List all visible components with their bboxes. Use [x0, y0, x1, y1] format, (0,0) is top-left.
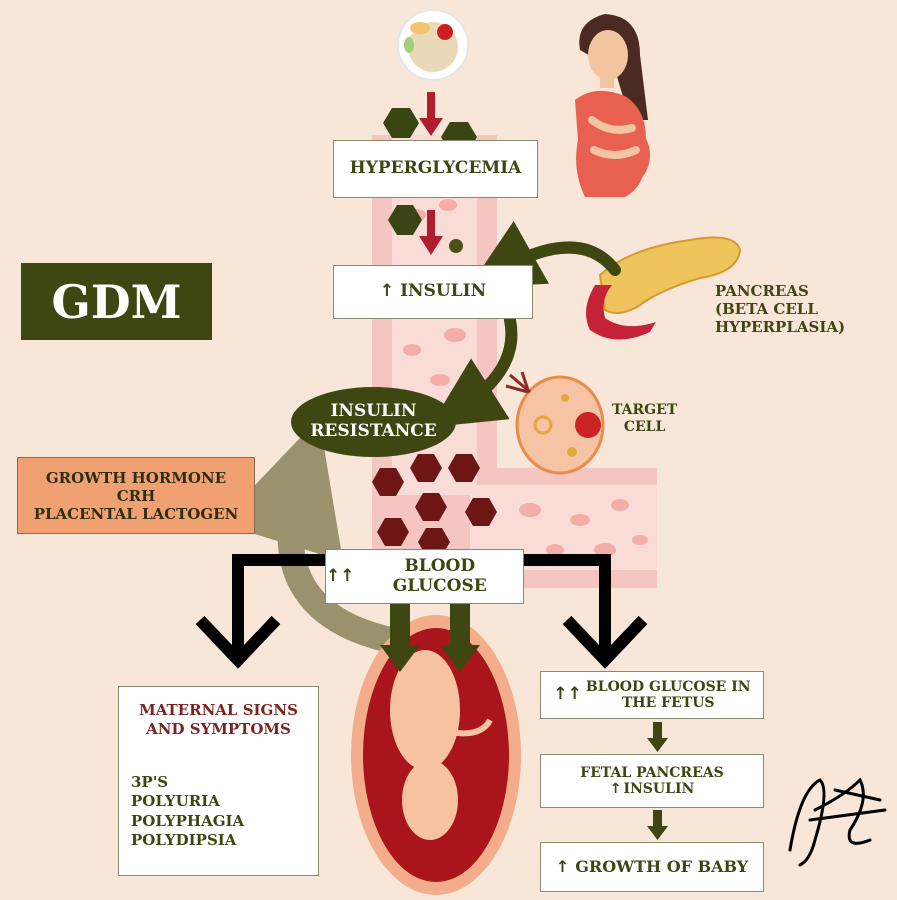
insulin-label: INSULIN [400, 281, 487, 302]
insulin-resistance-line1: INSULIN [330, 401, 417, 422]
insulin-molecule-icon [449, 239, 463, 253]
hyperglycemia-box: HYPERGLYCEMIA [333, 140, 538, 198]
maternal-symptom-list: 3P'S POLYURIA POLYPHAGIA POLYDIPSIA [131, 773, 318, 851]
blood-glucose-label: BLOOD GLUCOSE [392, 555, 487, 596]
growth-of-baby-label: GROWTH OF BABY [575, 856, 749, 876]
double-up-arrow-icon: ↑↑ [326, 565, 355, 586]
fetal-pancreas-line2: INSULIN [623, 781, 695, 797]
list-item: 3P'S [131, 772, 169, 791]
target-cell-label: TARGET CELL [612, 402, 677, 436]
fetal-blood-glucose-text: BLOOD GLUCOSE IN THE FETUS [586, 679, 751, 711]
branch-arrows [195, 554, 648, 669]
fetal-chain-arrows [647, 722, 668, 840]
fetal-blood-glucose-box: ↑↑ BLOOD GLUCOSE IN THE FETUS [540, 671, 764, 719]
hormone-feedback-arrow [218, 417, 403, 653]
pancreas-label-line2: (BETA CELL [715, 300, 818, 318]
flow-arrows [429, 220, 621, 428]
hormone-growth: GROWTH HORMONE [45, 468, 227, 487]
fetal-blood-glucose-line1: BLOOD GLUCOSE IN [585, 678, 751, 695]
fetal-pancreas-box: FETAL PANCREAS ↑INSULIN [540, 754, 764, 808]
pregnant-woman-icon [575, 14, 650, 197]
pancreas-label-line1: PANCREAS [715, 282, 809, 300]
glucose-to-fetus-arrows [380, 603, 480, 672]
insulin-resistance-line2: RESISTANCE [310, 421, 437, 441]
maternal-heading: MATERNAL SIGNS AND SYMPTOMS [119, 701, 318, 739]
list-item: POLYURIA [131, 792, 220, 810]
blood-vessel [372, 135, 657, 588]
up-arrow-icon: ↑ [555, 856, 570, 876]
gdm-title: GDM [21, 263, 212, 340]
maternal-heading-line2: AND SYMPTOMS [146, 719, 291, 738]
maternal-signs-box: MATERNAL SIGNS AND SYMPTOMS 3P'S POLYURI… [118, 686, 319, 876]
fetal-pancreas-line1: FETAL PANCREAS [580, 764, 724, 781]
hormone-box: GROWTH HORMONE CRH PLACENTAL LACTOGEN [17, 457, 255, 534]
pancreas-label-line3: HYPERPLASIA) [715, 318, 846, 336]
fetal-blood-glucose-line2: THE FETUS [621, 695, 715, 711]
uterus-fetus-icon [351, 615, 521, 895]
insulin-box: ↑ INSULIN [333, 265, 533, 319]
blood-glucose-box: ↑↑ BLOOD GLUCOSE [325, 549, 524, 604]
food-plate-icon [397, 9, 469, 81]
target-cell-icon [505, 371, 605, 475]
hormone-placental-lactogen: PLACENTAL LACTOGEN [33, 504, 239, 523]
signature [788, 777, 887, 867]
insulin-resistance-ellipse: INSULIN RESISTANCE [291, 387, 456, 457]
growth-of-baby-box: ↑ GROWTH OF BABY [540, 842, 764, 892]
pancreas-icon [586, 236, 742, 340]
red-arrows [419, 92, 443, 255]
double-up-arrow-icon: ↑↑ [553, 684, 582, 705]
up-arrow-icon: ↑ [609, 781, 622, 797]
target-cell-label-line1: TARGET [612, 402, 678, 418]
up-arrow-icon: ↑ [379, 281, 395, 302]
pancreas-label: PANCREAS (BETA CELL HYPERPLASIA) [715, 282, 845, 336]
hyperglycemia-label: HYPERGLYCEMIA [349, 158, 522, 179]
maternal-heading-line1: MATERNAL SIGNS [139, 701, 298, 719]
target-cell-label-line2: CELL [623, 418, 666, 435]
fetal-pancreas-line2-wrap: ↑INSULIN [610, 781, 695, 797]
list-item: POLYDIPSIA [131, 831, 237, 849]
list-item: POLYPHAGIA [131, 811, 245, 830]
hormone-crh: CRH [116, 486, 156, 505]
